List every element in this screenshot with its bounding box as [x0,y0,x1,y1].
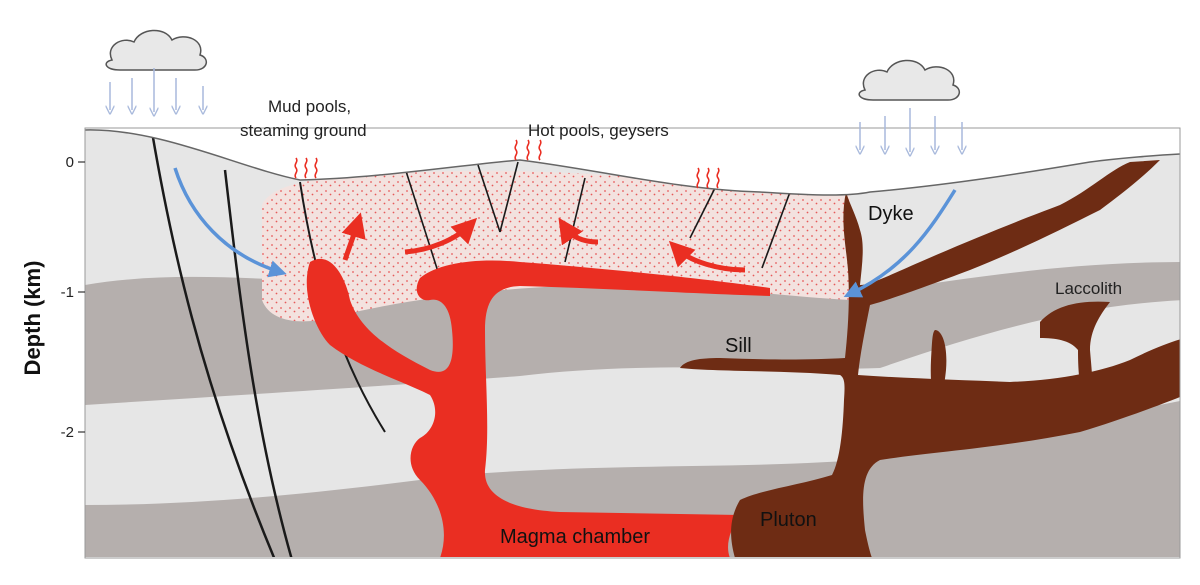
fault-line-4 [404,167,441,279]
earth-cross-section [85,129,1180,557]
rain-arrow-icon [110,68,203,112]
label-mud-pools-2: steaming ground [240,121,367,140]
axis-title: Depth (km) [20,261,45,376]
label-sill: Sill [725,335,752,357]
groundwater-arrow-left [173,167,287,278]
groundwater-arrow-right [843,189,957,298]
label-hot-pools: Hot pools, geysers [528,121,669,140]
label-dyke: Dyke [868,203,914,225]
ground-surface [84,129,1181,196]
label-laccolith: Laccolith [1055,279,1122,298]
upflow-arrow-2 [404,217,478,255]
upflow-arrow-4 [668,240,746,273]
label-magma-chamber: Magma chamber [500,526,650,548]
label-pluton: Pluton [760,509,817,531]
tick-label-2: -2 [61,424,74,441]
cloud-icon [105,29,207,71]
steam-icon [294,157,318,179]
dark-stratum-lower [85,400,1180,557]
tick-label-0: 0 [66,154,74,171]
cloud-icon [858,59,960,101]
dyke-branch [930,330,947,412]
fault-line-9 [761,191,791,269]
fault-line-6 [499,161,519,233]
fault-line-5 [477,164,501,233]
section-frame [84,127,1181,559]
steam-icon [514,139,542,161]
steam-icon [696,167,720,189]
tick-label-1: -1 [61,284,74,301]
laccolith-body [1040,301,1110,410]
magma-body [306,259,770,557]
upflow-arrow-1 [341,212,366,261]
fault-line-1 [148,129,277,557]
fault-line-8 [689,187,716,239]
label-mud-pools-1: Mud pools, [268,97,351,116]
rain-arrow-icon [860,108,962,152]
upflow-arrow-3 [558,217,599,246]
fault-line-2 [223,169,294,557]
